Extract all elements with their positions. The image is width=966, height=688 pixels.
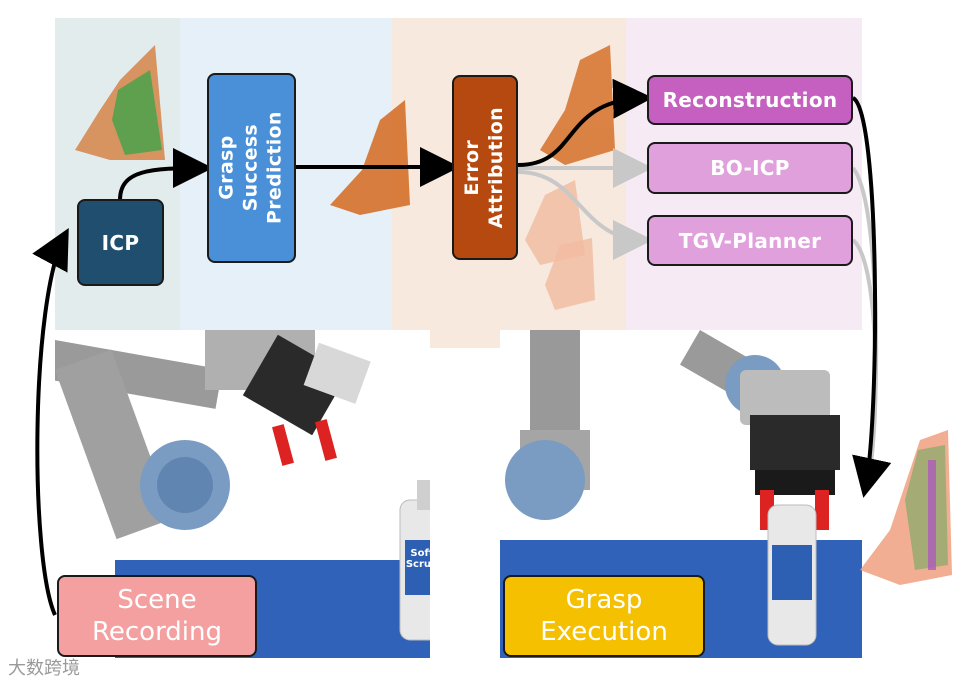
robot-arm-left-illustration <box>55 330 430 658</box>
grasp-label-line-2: Success <box>239 124 262 212</box>
grasp-execution-box: Grasp Execution <box>503 575 705 657</box>
pointcloud-prediction <box>330 100 410 215</box>
pointcloud-reconstruction <box>860 430 952 585</box>
arrow-error-to-tgv <box>517 170 653 260</box>
tgv-planner-label: TGV-Planner <box>678 228 822 253</box>
error-attribution-box: Error Attribution <box>452 75 518 260</box>
bo-icp-label: BO-ICP <box>710 156 790 180</box>
grasp-execution-line-1: Grasp <box>565 584 643 615</box>
product-label-left: Soft Scrub <box>405 548 439 570</box>
bo-icp-box: BO-ICP <box>647 142 853 194</box>
icp-label: ICP <box>101 230 140 255</box>
arrow-recon-to-execution <box>851 96 892 498</box>
grasp-execution-line-2: Execution <box>540 617 668 647</box>
scene-recording-box: Scene Recording <box>57 575 257 657</box>
reconstruction-box: Reconstruction <box>647 75 853 125</box>
scene-recording-line-1: Scene <box>117 584 197 615</box>
arrow-error-to-recon <box>517 78 653 167</box>
error-label-line-2: Attribution <box>485 106 508 229</box>
grasp-success-prediction-label: Grasp Success Prediction <box>216 112 287 225</box>
error-label-line-1: Error <box>461 139 484 196</box>
grasp-label-line-3: Prediction <box>263 111 286 225</box>
grasp-success-prediction-box: Grasp Success Prediction <box>207 73 296 263</box>
error-attribution-label: Error Attribution <box>461 107 509 228</box>
panel-perception <box>55 18 180 348</box>
watermark: 大数跨境 <box>8 658 80 679</box>
arrow-scene-to-icp <box>32 227 69 616</box>
grasp-label-line-1: Grasp <box>215 135 238 201</box>
scene-recording-line-2: Recording <box>91 617 223 647</box>
reconstruction-label: Reconstruction <box>662 88 838 112</box>
pointcloud-icp <box>75 45 165 160</box>
arrow-icp-to-grasp <box>118 148 213 201</box>
tgv-planner-box: TGV-Planner <box>647 215 853 266</box>
product-label-line-1: Soft <box>410 548 434 559</box>
product-label-line-2: Scrub <box>405 559 439 570</box>
pointcloud-attribution <box>525 45 615 310</box>
icp-box: ICP <box>77 199 164 286</box>
